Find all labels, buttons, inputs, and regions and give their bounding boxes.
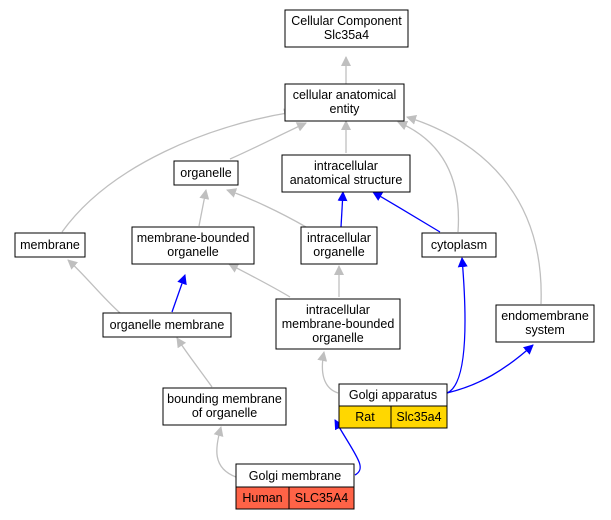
node-membrane[interactable]: membrane	[14, 232, 86, 258]
node-cytoplasm[interactable]: cytoplasm	[421, 232, 497, 258]
node-label-line: organelle	[313, 245, 364, 259]
node-intracellular-membrane-bounded-organelle[interactable]: intracellular membrane-bounded organelle	[275, 298, 401, 350]
node-label-line: Cellular Component	[291, 14, 402, 28]
edge-golgi-apparatus-to-cytoplasm	[446, 257, 468, 394]
node-label-line: bounding membrane	[167, 392, 282, 406]
node-label-line: entity	[330, 102, 361, 116]
edge-organelle-to-cellular-anatomical-entity	[229, 122, 307, 160]
node-organelle[interactable]: organelle	[173, 160, 239, 186]
node-cellular-component[interactable]: Cellular Component Slc35a4	[284, 9, 409, 48]
edge-membrane-bounded-organelle-to-organelle	[198, 189, 210, 227]
gene-badge-slc35a4-human: SLC35A4	[288, 486, 355, 510]
node-label-line: intracellular	[307, 231, 371, 245]
node-membrane-bounded-organelle[interactable]: membrane-bounded organelle	[131, 226, 255, 265]
edge-golgi-membrane-to-golgi-apparatus	[334, 419, 361, 476]
node-cellular-anatomical-entity[interactable]: cellular anatomical entity	[284, 83, 405, 122]
node-intracellular-anatomical-structure[interactable]: intracellular anatomical structure	[281, 154, 411, 193]
edge-organelle-membrane-to-membrane-bounded-organelle	[171, 274, 187, 313]
node-golgi-membrane[interactable]: Golgi membrane Human SLC35A4	[235, 463, 355, 510]
node-label-line: membrane-bounded	[137, 231, 250, 245]
node-label-line: system	[525, 323, 565, 337]
edge-golgi-apparatus-to-endomembrane-system	[446, 344, 534, 394]
edge-cytoplasm-to-cellular-anatomical-entity	[397, 120, 460, 233]
node-label-line: organelle membrane	[110, 318, 225, 332]
node-label-line: organelle	[312, 331, 363, 345]
node-label-line: membrane-bounded	[282, 317, 395, 331]
node-intracellular-organelle[interactable]: intracellular organelle	[300, 226, 378, 265]
edge-golgi-apparatus-to-intracellular-membrane-bounded-organelle	[317, 351, 339, 394]
node-label-line: Golgi membrane	[249, 469, 341, 483]
badge-species: Rat	[355, 410, 375, 424]
badge-species: Human	[242, 491, 282, 505]
node-golgi-apparatus[interactable]: Golgi apparatus Rat Slc35a4	[338, 383, 448, 429]
part-of-edges	[171, 191, 534, 476]
edge-membrane-to-cellular-anatomical-entity	[61, 108, 294, 233]
badge-gene: Slc35a4	[396, 410, 441, 424]
gene-badge-slc35a4: Slc35a4	[390, 405, 448, 429]
edge-intracellular-organelle-to-intracellular-anatomical-structure	[337, 191, 348, 228]
edge-intracellular-organelle-to-organelle	[226, 188, 307, 228]
edge-organelle-membrane-to-membrane	[67, 259, 121, 314]
node-label-line: intracellular	[314, 159, 378, 173]
badge-gene: SLC35A4	[295, 491, 349, 505]
node-label-line: organelle	[180, 166, 231, 180]
node-label-line: organelle	[167, 245, 218, 259]
node-label-line: cellular anatomical	[293, 88, 397, 102]
node-bounding-membrane-of-organelle[interactable]: bounding membrane of organelle	[162, 387, 287, 426]
node-label-line: intracellular	[306, 303, 370, 317]
node-label-line: Golgi apparatus	[349, 388, 437, 402]
node-label-line: Slc35a4	[324, 28, 369, 42]
node-endomembrane-system[interactable]: endomembrane system	[495, 304, 595, 343]
edge-intracellular-membrane-bounded-organelle-to-membrane-bounded-organelle	[228, 263, 291, 298]
species-badge-rat: Rat	[338, 405, 392, 429]
edge-bounding-membrane-to-organelle-membrane	[176, 337, 213, 388]
node-label-line: anatomical structure	[290, 173, 403, 187]
species-badge-human: Human	[235, 486, 290, 510]
edge-golgi-membrane-to-bounding-membrane	[213, 426, 237, 478]
edge-endomembrane-system-to-cellular-anatomical-entity	[406, 114, 542, 305]
node-organelle-membrane[interactable]: organelle membrane	[102, 312, 232, 338]
node-label-line: endomembrane	[501, 309, 589, 323]
node-label-line: of organelle	[192, 406, 257, 420]
is-a-edges	[61, 56, 542, 478]
node-label-line: membrane	[20, 238, 80, 252]
node-label-line: cytoplasm	[431, 238, 487, 252]
edge-cytoplasm-to-intracellular-anatomical-structure	[372, 191, 441, 233]
